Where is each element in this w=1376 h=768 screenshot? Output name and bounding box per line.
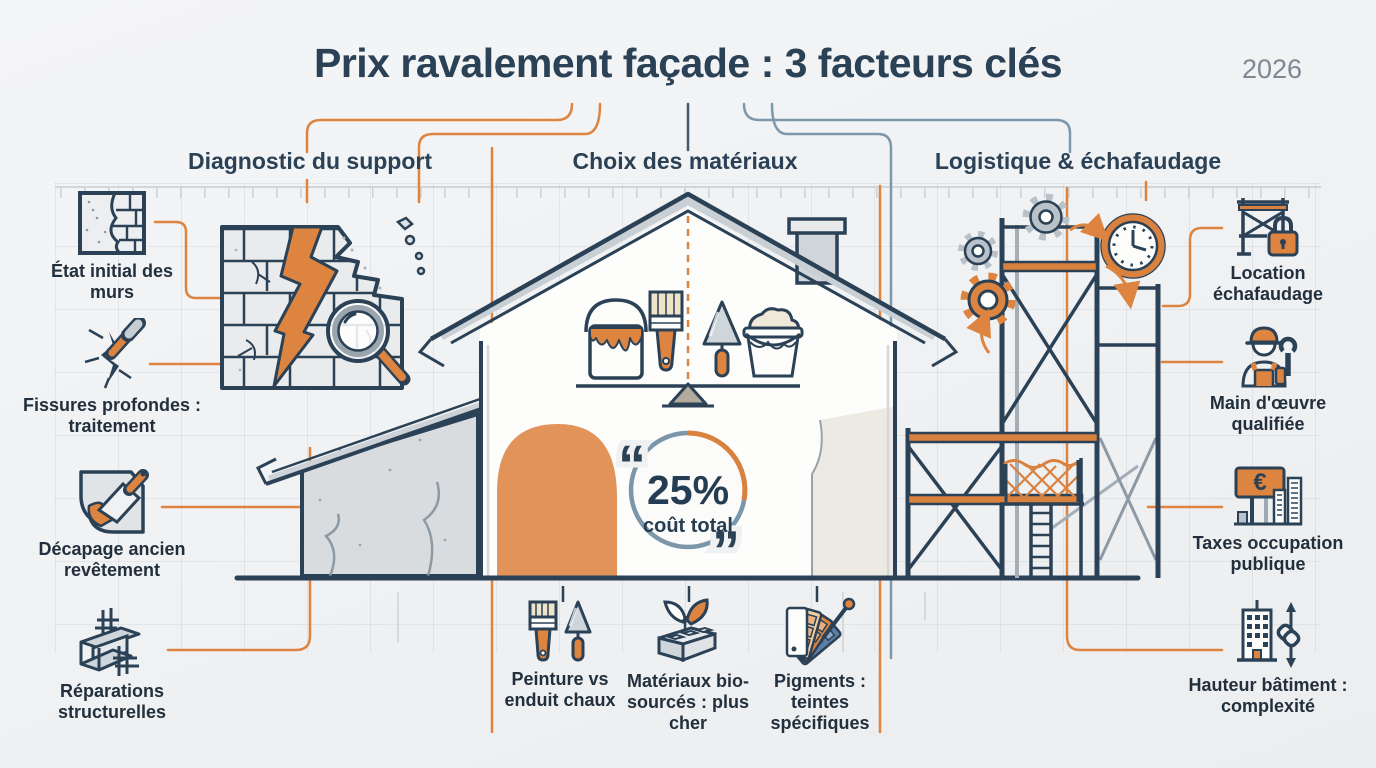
section-header-logistique: Logistique & échafaudage [934, 148, 1222, 174]
ladder-icon [1029, 505, 1053, 578]
factor-item-reparations: Réparations structurelles [32, 606, 192, 723]
euro-symbol: € [1253, 469, 1266, 496]
factor-item-label: Main d'œuvre qualifiée [1209, 393, 1327, 434]
connector-lines [148, 102, 1224, 734]
factor-item-fissures: Fissures profondes : traitement [12, 318, 212, 437]
factor-item-pigments: Pigments : teintes spécifiques [752, 596, 888, 734]
lime-bucket-icon [742, 307, 804, 378]
factor-item-biosources: Matériaux bio-sourcés : plus cher [618, 596, 758, 734]
building-height-icon [1229, 598, 1307, 672]
crack-injection-icon [75, 318, 149, 392]
paintbrush-icon [648, 290, 684, 372]
steel-beam-icon [73, 606, 151, 678]
cost-share-caption: coût total [643, 515, 733, 537]
materials-balance [576, 216, 804, 408]
scraper-icon [73, 464, 151, 536]
factor-item-label: Fissures profondes : traitement [22, 395, 202, 436]
cracked-wall-icon [75, 188, 149, 258]
paint-bucket-icon [584, 298, 648, 333]
ruler-guide [55, 186, 1321, 652]
cracked-wall-illustration [220, 216, 426, 390]
annex-wall [255, 397, 485, 578]
cost-share-badge: “ ” 25% coût total [612, 427, 748, 588]
safety-net [1000, 459, 1084, 506]
worker-icon [1230, 320, 1306, 390]
factor-item-label: Peinture vs enduit chaux [504, 669, 616, 710]
factor-item-label: Taxes occupation publique [1192, 533, 1344, 574]
magnifier-icon [326, 299, 411, 386]
section-header-diagnostic: Diagnostic du support [187, 148, 433, 174]
factor-item-label: État initial des murs [50, 261, 174, 302]
factor-item-hauteur: Hauteur bâtiment : complexité [1173, 598, 1363, 717]
quote-open-glyph: “ [618, 433, 646, 496]
process-arrows [966, 212, 1141, 354]
scaffolding-illustration [905, 193, 1166, 578]
gear-gray-small-icon [958, 231, 998, 271]
paintbrush-trowel-icon [522, 596, 598, 666]
factor-item-label: Réparations structurelles [57, 681, 167, 722]
orange-paint-zone [497, 424, 617, 576]
factor-item-location: Location échafaudage [1193, 192, 1343, 305]
factor-item-taxes: € Taxes occupation publique [1178, 462, 1358, 575]
quote-close-glyph: ” [712, 519, 740, 582]
factor-item-etat-initial: État initial des murs [37, 188, 187, 303]
factor-item-peinture: Peinture vs enduit chaux [485, 596, 635, 711]
page-title: Prix ravalement façade : 3 facteurs clés [313, 40, 1063, 86]
scaffold-lock-icon [1231, 192, 1305, 260]
factor-item-label: Pigments : teintes spécifiques [770, 671, 870, 733]
factor-item-label: Matériaux bio-sourcés : plus cher [626, 671, 750, 733]
factor-item-label: Location échafaudage [1212, 263, 1324, 304]
trowel-icon [702, 300, 742, 378]
factor-item-label: Décapage ancien revêtement [38, 539, 186, 580]
debris [395, 216, 426, 276]
lightning-crack [272, 225, 339, 388]
euro-sign-icon: € [1230, 462, 1306, 530]
factor-item-decapage: Décapage ancien revêtement [22, 464, 202, 581]
clock-icon [1100, 213, 1166, 279]
factor-item-main-oeuvre: Main d'œuvre qualifiée [1188, 320, 1348, 435]
bottom-item-stems [561, 586, 819, 602]
pigment-swatches-icon [781, 596, 859, 668]
gear-gray-top-icon [1022, 193, 1070, 241]
factor-item-label: Hauteur bâtiment : complexité [1188, 675, 1348, 716]
year-label: 2026 [1242, 54, 1303, 84]
cost-share-value: 25% [647, 467, 729, 513]
section-header-materiaux: Choix des matériaux [572, 148, 798, 174]
bio-brick-icon [649, 596, 727, 668]
